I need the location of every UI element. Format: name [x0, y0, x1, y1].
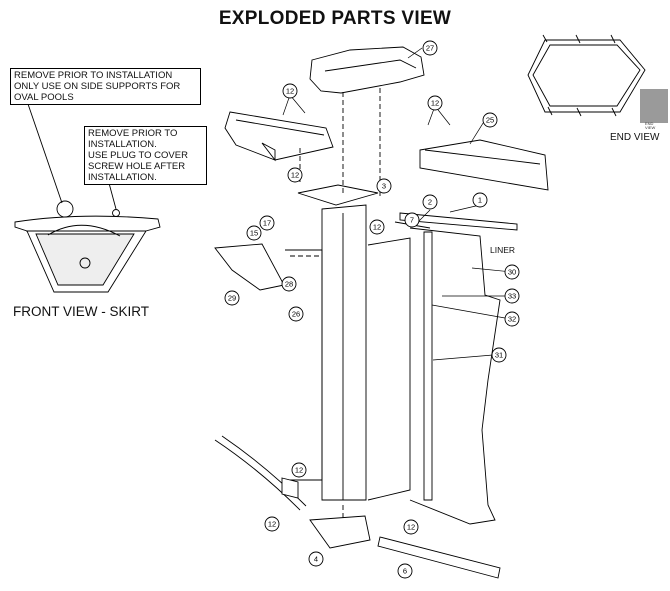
svg-text:33: 33 [508, 292, 516, 301]
callout-17: 17 [259, 215, 275, 231]
callout-7: 7 [404, 212, 420, 228]
svg-text:12: 12 [291, 171, 299, 180]
callout-15: 15 [246, 225, 262, 241]
callout-30: 30 [504, 264, 520, 280]
callout-6: 6 [397, 563, 413, 579]
end-view-oval [527, 34, 646, 117]
callout-33: 33 [504, 288, 520, 304]
svg-text:32: 32 [508, 315, 516, 324]
liner-label: LINER [490, 245, 516, 255]
callout-29: 29 [224, 290, 240, 306]
svg-text:28: 28 [285, 280, 293, 289]
svg-text:3: 3 [382, 182, 386, 191]
end-view-thumbnail[interactable] [640, 89, 668, 123]
callout-12-rail: 12 [291, 462, 307, 478]
svg-text:15: 15 [250, 229, 258, 238]
svg-text:31: 31 [495, 351, 503, 360]
svg-text:2: 2 [428, 198, 432, 207]
svg-text:12: 12 [373, 223, 381, 232]
svg-text:12: 12 [407, 523, 415, 532]
oval-pools-note: REMOVE PRIOR TO INSTALLATION ONLY USE ON… [10, 68, 201, 105]
svg-text:1: 1 [478, 196, 482, 205]
callout-12-bottom-left: 12 [264, 516, 280, 532]
svg-text:4: 4 [314, 555, 318, 564]
callout-12-mid: 12 [369, 219, 385, 235]
svg-text:12: 12 [295, 466, 303, 475]
callout-12-top-right: 12 [427, 95, 443, 111]
callout-3: 3 [376, 178, 392, 194]
svg-text:25: 25 [486, 116, 494, 125]
callout-31: 31 [491, 347, 507, 363]
callout-1: 1 [472, 192, 488, 208]
callout-28: 28 [281, 276, 297, 292]
callout-25: 25 [482, 112, 498, 128]
callout-12-plate: 12 [287, 167, 303, 183]
callout-32: 32 [504, 311, 520, 327]
front-view-skirt [14, 103, 161, 293]
svg-text:27: 27 [426, 44, 434, 53]
svg-text:29: 29 [228, 294, 236, 303]
end-view-thumb-label: END VIEW [645, 121, 656, 130]
svg-text:17: 17 [263, 219, 271, 228]
svg-text:6: 6 [403, 567, 407, 576]
page-title: EXPLODED PARTS VIEW [218, 8, 452, 29]
callouts: 27 12 12 25 12 3 2 1 7 17 12 15 30 28 29… [224, 40, 520, 579]
callout-12-bottom-right: 12 [403, 519, 419, 535]
svg-text:7: 7 [410, 216, 414, 225]
svg-text:26: 26 [292, 310, 300, 319]
svg-text:30: 30 [508, 268, 516, 277]
end-view-caption: END VIEW [610, 132, 660, 143]
callout-26: 26 [288, 306, 304, 322]
callout-27: 27 [422, 40, 438, 56]
front-view-caption: FRONT VIEW - SKIRT [13, 304, 150, 319]
svg-text:12: 12 [286, 87, 294, 96]
callout-12-top-left: 12 [282, 83, 298, 99]
screw-hole-plug-note: REMOVE PRIOR TO INSTALLATION. USE PLUG T… [84, 126, 207, 185]
callout-4: 4 [308, 551, 324, 567]
svg-text:12: 12 [268, 520, 276, 529]
svg-text:12: 12 [431, 99, 439, 108]
callout-2: 2 [422, 194, 438, 210]
